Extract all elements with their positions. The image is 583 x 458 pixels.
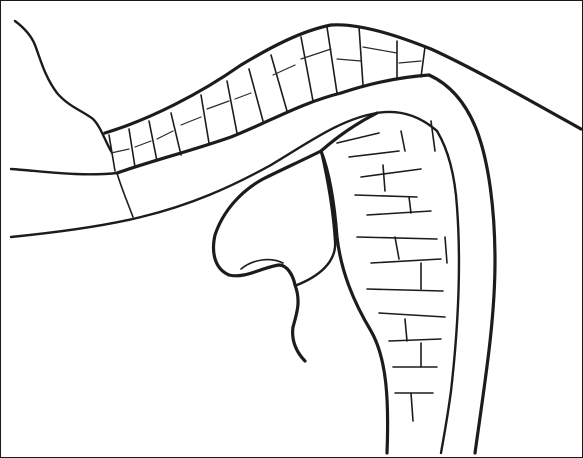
lobe-right-edge <box>297 151 335 285</box>
band-top-line <box>11 169 117 174</box>
upper-left-contour <box>15 21 111 151</box>
central-lobe-contour <box>214 151 321 361</box>
arch-outer-curve <box>105 25 581 133</box>
column-brick-joints <box>337 121 447 421</box>
right-outer-contour <box>429 75 495 453</box>
column-left-contour <box>321 113 388 453</box>
arch-brick-courses <box>111 47 421 153</box>
arch-inner-curve <box>117 75 429 173</box>
right-middle-contour <box>437 131 459 453</box>
band-divider <box>117 173 133 217</box>
